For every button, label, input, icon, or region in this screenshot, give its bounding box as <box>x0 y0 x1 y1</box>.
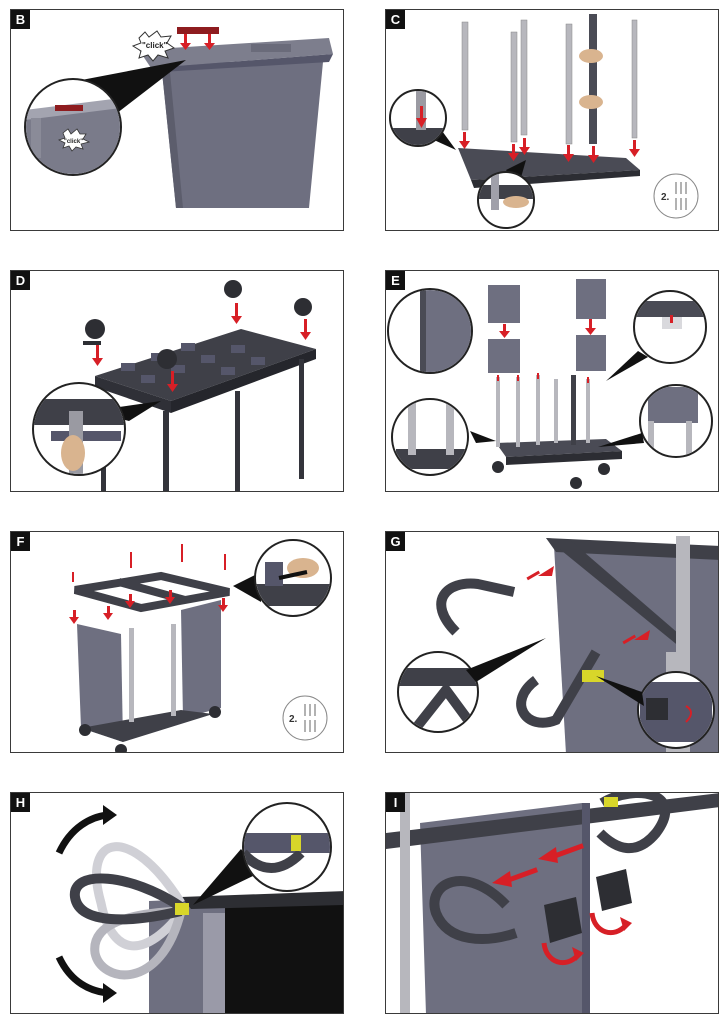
step-label: D <box>11 271 30 290</box>
step-e-panel: E <box>385 270 719 492</box>
down-arrow-icon <box>69 544 228 624</box>
step-h-illustration <box>55 802 343 1013</box>
rotate-arrow-icon <box>55 811 108 855</box>
step-g-illustration <box>397 536 718 752</box>
step-h-panel: H <box>10 792 344 1014</box>
step-c-panel: C <box>385 9 719 231</box>
step-f-panel: F <box>10 531 344 753</box>
hint-number: 2. <box>661 192 670 203</box>
down-arrow-icon <box>499 319 596 338</box>
poles <box>461 19 638 145</box>
handle-icon <box>596 793 670 854</box>
click-burst-icon <box>131 30 176 62</box>
handle-icon <box>516 649 601 728</box>
down-arrow-icon <box>459 132 640 163</box>
rotate-arrow-icon <box>55 955 108 997</box>
down-arrow-icon <box>92 303 311 392</box>
down-arrow-icon <box>180 34 215 50</box>
arrow-icon <box>492 843 585 887</box>
handle-icon <box>429 876 518 944</box>
click-text: "click" <box>142 41 168 50</box>
caster-wheel-icon <box>79 706 221 752</box>
step-label: H <box>11 793 30 812</box>
step-b-illustration: "click" "click" <box>24 27 333 208</box>
handle-icon <box>69 873 184 925</box>
step-label: I <box>386 793 405 812</box>
arrow-icon <box>526 566 650 645</box>
step-label: C <box>386 10 405 29</box>
step-b-panel: B "click" "click" <box>10 9 344 231</box>
clip-bracket-icon <box>544 869 632 943</box>
step-label: G <box>386 532 405 551</box>
handle-icon <box>436 578 516 636</box>
click-burst-icon <box>57 128 91 152</box>
step-i-panel: I <box>385 792 719 1014</box>
step-g-panel: G <box>385 531 719 753</box>
step-label: E <box>386 271 405 290</box>
step-c-illustration: 2. <box>389 14 699 229</box>
caster-wheel-icon <box>492 461 610 489</box>
click-text: "click" <box>64 139 83 145</box>
step-label: F <box>11 532 30 551</box>
step-e-illustration <box>387 279 713 489</box>
step-d-panel: D <box>10 270 344 492</box>
hand-icon <box>579 49 603 63</box>
step-label: B <box>11 10 30 29</box>
step-f-illustration: 2. <box>69 539 332 752</box>
step-i-illustration <box>386 793 718 1013</box>
caster-wheel-icon <box>83 280 312 369</box>
hint-number: 2. <box>289 714 298 725</box>
hand-icon <box>579 95 603 109</box>
step-d-illustration <box>32 280 316 491</box>
rotate-arrow-icon <box>541 912 628 966</box>
